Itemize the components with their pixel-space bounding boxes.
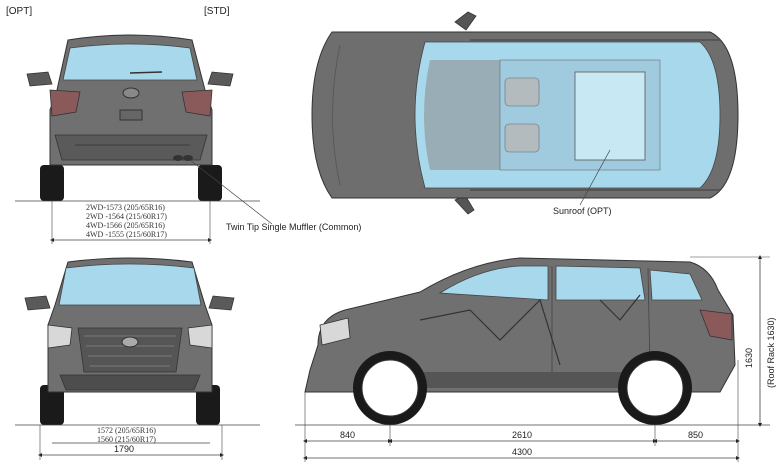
front-view-car	[24, 257, 235, 425]
front-track-list: 1572 (205/65R16) 1560 (215/60R17)	[97, 426, 156, 444]
sunroof-leader-line	[579, 149, 611, 206]
height-roof-rack-value: (Roof Rack 1630)	[766, 317, 776, 388]
rear-overhang-value: 850	[688, 430, 704, 440]
std-label: [STD]	[204, 6, 230, 17]
rear-track-item: 2WD -1564 (215/60R17)	[86, 212, 167, 221]
wheelbase-value: 2610	[512, 430, 533, 440]
top-view-car	[311, 11, 739, 215]
muffler-leader-line	[189, 159, 273, 225]
muffler-label: Twin Tip Single Muffler (Common)	[226, 222, 362, 232]
width-value: 1790	[114, 444, 135, 454]
opt-label: [OPT]	[6, 6, 33, 17]
height-value: 1630	[744, 347, 754, 368]
rear-track-item: 4WD-1566 (205/65R16)	[86, 221, 165, 230]
front-track-item: 1560 (215/60R17)	[97, 435, 156, 444]
rear-track-list: 2WD-1573 (205/65R16) 2WD -1564 (215/60R1…	[86, 203, 167, 239]
side-view-car	[304, 257, 736, 425]
rear-track-item: 2WD-1573 (205/65R16)	[86, 203, 165, 212]
front-overhang-value: 840	[340, 430, 356, 440]
rear-track-item: 4WD -1555 (215/60R17)	[86, 230, 167, 239]
length-value: 4300	[512, 447, 533, 457]
rear-view-car	[26, 34, 234, 201]
front-track-item: 1572 (205/65R16)	[97, 426, 156, 435]
sunroof-label: Sunroof (OPT)	[553, 206, 612, 216]
